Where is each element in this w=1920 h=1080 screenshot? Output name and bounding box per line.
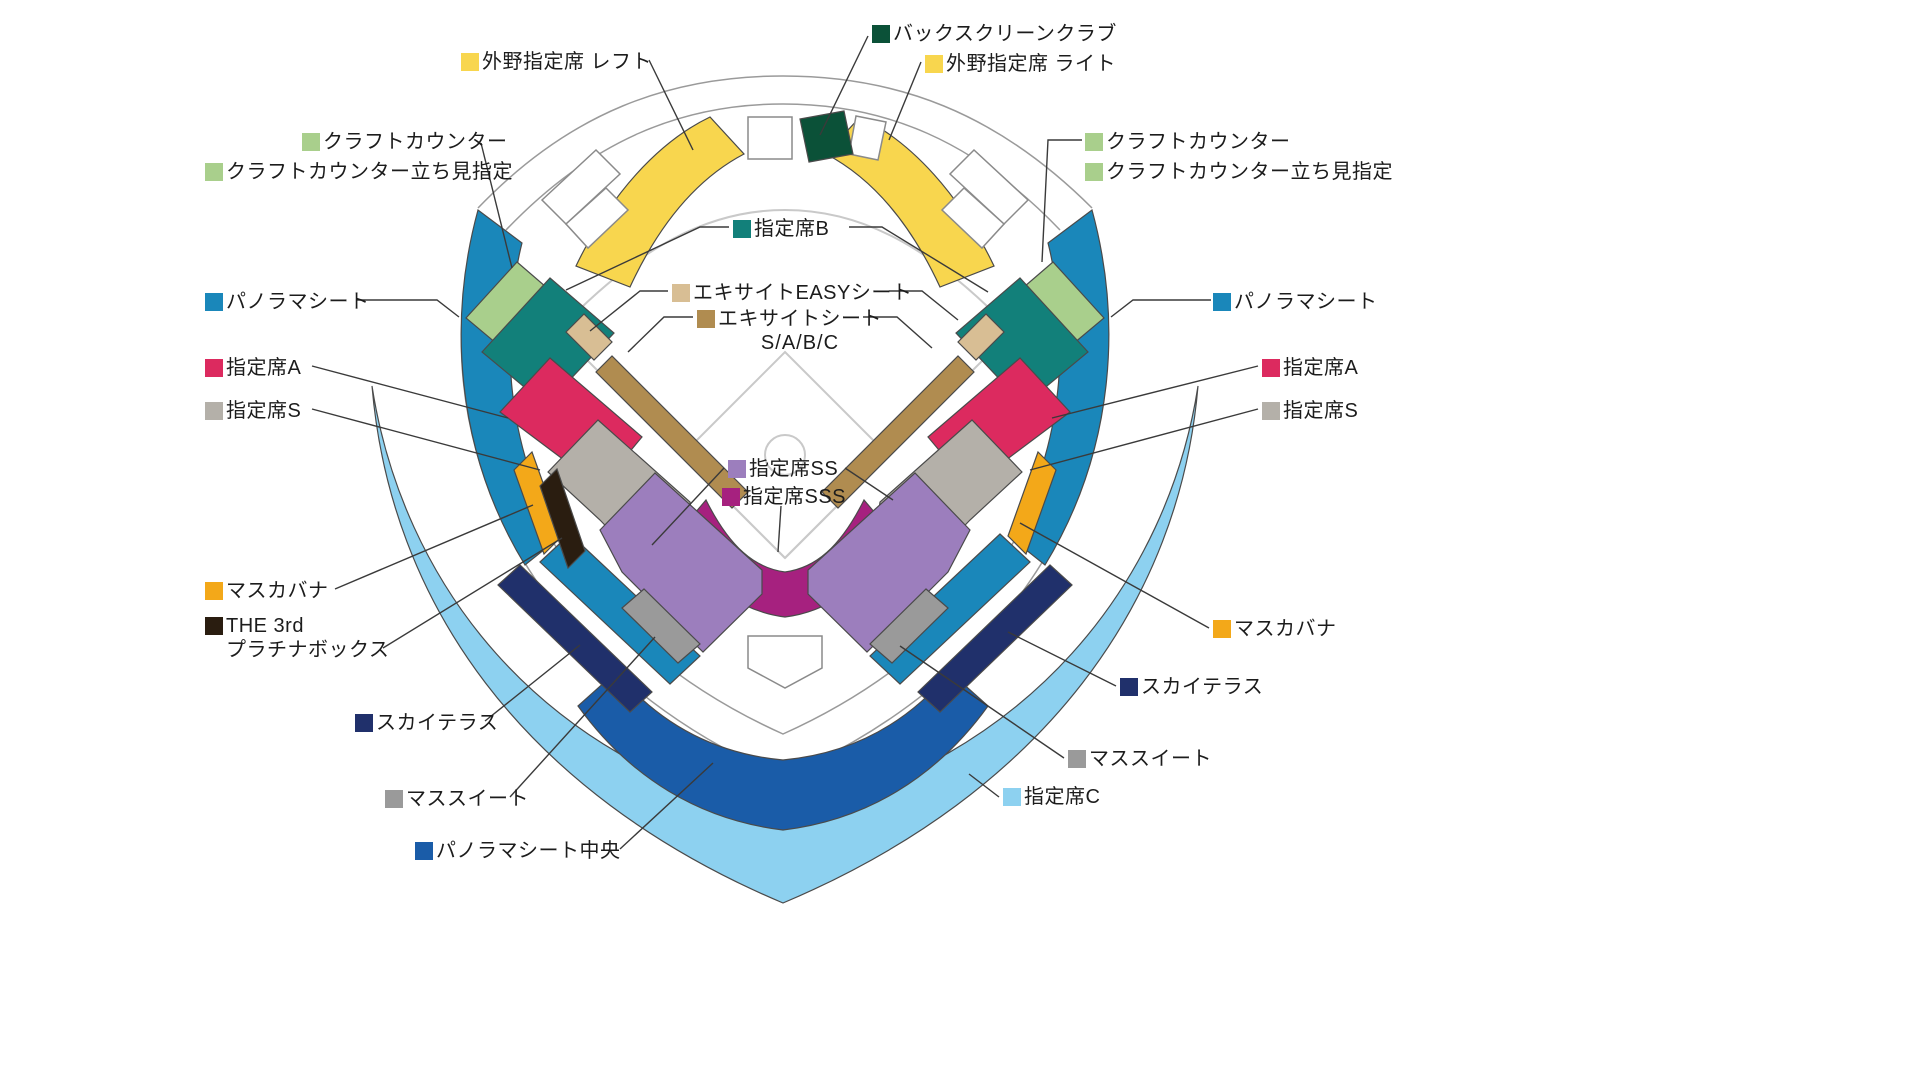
top-center-block-right: [848, 115, 887, 161]
leader-shitei-a-left: [311, 365, 509, 419]
seat-excite-easy-right: [957, 313, 1005, 361]
outer-bands: [371, 208, 1199, 904]
leader-shitei-s-right: [1029, 408, 1259, 471]
leader-the-3rd: [382, 537, 563, 649]
leader-lines: [311, 35, 1259, 850]
outer-rim-top: [477, 75, 1093, 209]
infield-diamond: [680, 350, 890, 560]
leader-excite-easy-right: [889, 290, 959, 321]
top-left-stairs-1: [540, 148, 622, 226]
leader-shitei-s-left: [311, 408, 541, 471]
seat-excite-right: [821, 355, 975, 509]
seat-shitei-c-band: [371, 385, 1199, 904]
inner-seats: [465, 110, 1105, 689]
leader-craft-counter-right: [1041, 139, 1082, 263]
leader-excite-easy-left: [589, 290, 668, 332]
seat-excite-easy-left: [565, 313, 613, 361]
leader-backscreen-club: [819, 35, 869, 136]
seat-masu-cabana-right: [1007, 450, 1057, 556]
pitcher-circle: [764, 434, 806, 476]
leader-sky-terrace-left: [484, 644, 581, 722]
leader-panorama-right: [1110, 299, 1211, 318]
leader-shitei-c: [968, 773, 1000, 798]
top-center-block-left: [747, 116, 793, 160]
leader-outfield-right: [888, 61, 922, 141]
leader-masu-suite-right: [899, 645, 1065, 759]
leader-panorama-center: [619, 762, 714, 850]
leader-excite-left: [627, 316, 693, 353]
seat-sky-terrace-right: [917, 564, 1073, 713]
seat-shitei-ss-right: [807, 472, 971, 653]
seat-sky-terrace-left: [497, 564, 653, 713]
leader-masu-cabana-left: [334, 504, 534, 590]
leader-sky-terrace-right: [1007, 631, 1117, 687]
leader-craft-counter-left: [480, 142, 513, 269]
leader-shitei-a-right: [1051, 365, 1259, 419]
top-left-stairs-2: [564, 186, 630, 250]
leader-excite-right: [863, 316, 933, 349]
seat-masu-suite-left: [621, 588, 701, 664]
leader-shitei-b-right: [849, 226, 989, 293]
leader-shitei-ss-left: [651, 467, 725, 546]
seat-shitei-ss-left: [599, 472, 763, 653]
seat-backscreen-club: [799, 110, 854, 163]
top-right-stairs-2: [940, 186, 1006, 250]
top-right-stairs-1: [948, 148, 1030, 226]
leader-shitei-ss-right: [844, 467, 894, 501]
leader-masu-suite-left: [509, 636, 656, 798]
seat-panorama-right-lower: [869, 533, 1031, 685]
leader-shitei-sss: [777, 505, 782, 553]
bottom-center-block: [747, 635, 823, 689]
leader-shitei-b-left: [565, 226, 729, 291]
seat-excite-left: [595, 355, 749, 509]
leader-masu-cabana-right: [1019, 522, 1210, 629]
leader-panorama-left: [357, 299, 460, 318]
seat-masu-suite-right: [869, 588, 949, 664]
leader-outfield-left: [648, 59, 694, 151]
